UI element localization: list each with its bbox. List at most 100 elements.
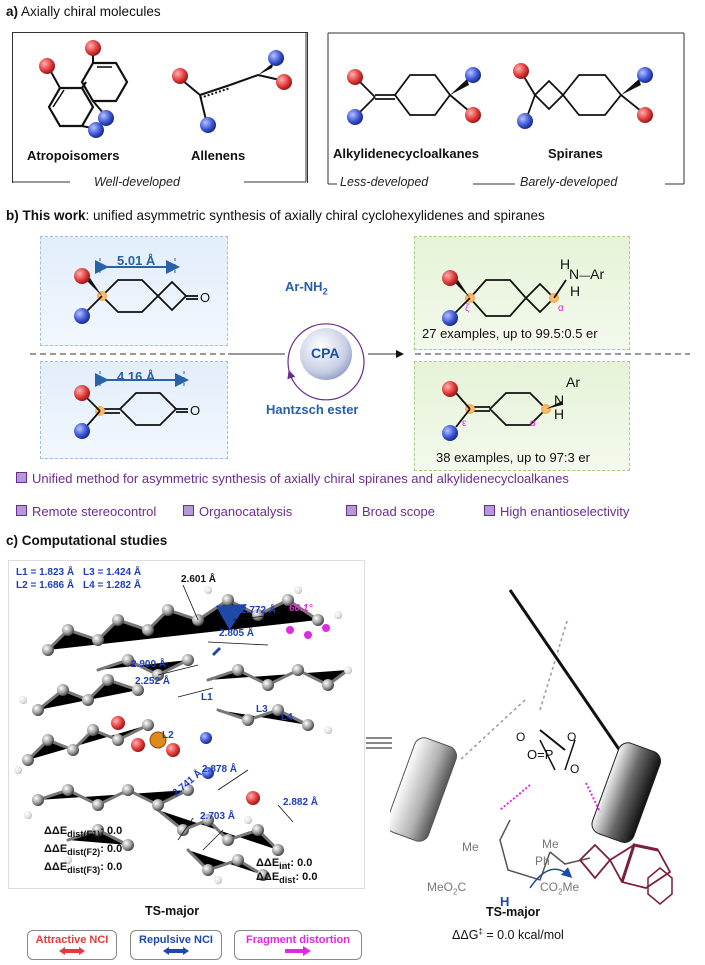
legend-fragment: Fragment distortion bbox=[234, 930, 362, 960]
section-a-title: a) Axially chiral molecules bbox=[6, 4, 161, 19]
bottom-examples: 38 examples, up to 97:3 er bbox=[436, 450, 590, 465]
n-top: N—Ar bbox=[569, 266, 605, 282]
l4-label: L4 bbox=[281, 712, 293, 723]
blue-atom bbox=[200, 117, 216, 133]
energy-f3: ΔΔEdist(F3): 0.0 bbox=[44, 861, 123, 876]
checkbox-icon bbox=[484, 505, 495, 516]
ts-3d-model bbox=[8, 560, 365, 889]
top-examples: 27 examples, up to 99.5:0.5 er bbox=[422, 326, 598, 341]
allenes-label: Allenens bbox=[191, 148, 246, 163]
dist-5: 2.252 Å bbox=[135, 676, 171, 687]
checkbox-icon bbox=[183, 505, 194, 516]
less-developed-frame bbox=[327, 32, 685, 185]
me-label-2: Me bbox=[542, 837, 559, 851]
blue-atom bbox=[98, 110, 114, 126]
spiroketone-panel bbox=[40, 236, 228, 346]
h-bottom: H bbox=[554, 406, 565, 422]
angle-label: 60.1° bbox=[289, 603, 313, 614]
alpha-label-top: α bbox=[558, 303, 564, 314]
atropisomer-structure bbox=[39, 40, 129, 138]
ar-bottom: Ar bbox=[566, 374, 580, 390]
red-atom bbox=[39, 58, 55, 74]
o-atom-3: O bbox=[570, 762, 580, 776]
alkylidene-label: Alkylidenecycloalkanes bbox=[333, 146, 479, 161]
ddg-label: ΔΔG‡ = 0.0 kcal/mol bbox=[452, 927, 564, 943]
energy-dist: ΔΔEdist: 0.0 bbox=[256, 871, 318, 886]
blue-double-arrow-icon bbox=[163, 947, 189, 955]
less-developed-label: Less-developed bbox=[340, 175, 429, 189]
red-atom bbox=[276, 74, 292, 90]
bond-l4: L4 = 1.282 Å bbox=[83, 580, 142, 591]
barely-developed-label: Barely-developed bbox=[520, 175, 618, 189]
cyclohexanone-structure bbox=[74, 371, 189, 439]
checkbox-icon bbox=[16, 472, 27, 483]
h2-top: H bbox=[570, 283, 581, 299]
distance-bottom: 4.16 Å bbox=[117, 369, 156, 384]
meo2c-label: MeO2C bbox=[427, 880, 467, 897]
l3-label: L3 bbox=[256, 704, 268, 715]
p-atom: O=P bbox=[527, 747, 554, 762]
ph-label: Ph bbox=[535, 854, 550, 868]
allene-structure bbox=[172, 50, 292, 133]
alkylidene-structure bbox=[347, 67, 481, 125]
cyclohexyl-amine-panel bbox=[414, 361, 630, 471]
legend-repulsive: Repulsive NCI bbox=[130, 930, 222, 960]
cpa-label: CPA bbox=[311, 345, 340, 361]
section-c-title: c) Computational studies bbox=[6, 533, 168, 548]
well-developed-frame bbox=[12, 32, 307, 183]
bond-l3: L3 = 1.424 Å bbox=[83, 567, 142, 578]
distance-top: 5.01 Å bbox=[117, 253, 156, 268]
co2me-label: CO2Me bbox=[540, 880, 580, 897]
checkbox-icon bbox=[346, 505, 357, 516]
dist-9: 2.882 Å bbox=[283, 797, 319, 808]
h-top: H bbox=[560, 256, 571, 272]
red-double-arrow-icon bbox=[59, 947, 85, 955]
cyclohexyl-amine-structure bbox=[442, 381, 562, 441]
o-atom-2: O bbox=[567, 730, 577, 744]
dist-6: 2.878 Å bbox=[202, 764, 238, 775]
atropisomers-label: Atropoisomers bbox=[27, 148, 120, 163]
bond-l1: L1 = 1.823 Å bbox=[16, 567, 75, 578]
hantzsch-label: Hantzsch ester bbox=[266, 402, 359, 417]
dist-3: 2.805 Å bbox=[219, 628, 255, 639]
spiro-amine-structure bbox=[442, 270, 567, 326]
ts-schematic bbox=[390, 589, 673, 905]
red-atom bbox=[85, 40, 101, 56]
zeta-label: ζ bbox=[465, 303, 470, 314]
legend-attractive: Attractive NCI bbox=[27, 930, 117, 960]
section-b-title: b) This work: unified asymmetric synthes… bbox=[6, 208, 545, 223]
ts-major-right: TS-major bbox=[486, 905, 541, 919]
ketone-o-top: O bbox=[200, 290, 211, 305]
me-label: Me bbox=[462, 840, 479, 854]
energy-int: ΔΔEint: 0.0 bbox=[256, 857, 313, 872]
amine-reagent: Ar-NH2 bbox=[285, 279, 328, 297]
unified-method: Unified method for asymmetric synthesis … bbox=[16, 471, 569, 486]
o-atom-1: O bbox=[516, 730, 526, 744]
red-atom bbox=[172, 68, 188, 84]
dist-2: 2.772 Å bbox=[241, 605, 277, 616]
feature-scope: Broad scope bbox=[346, 504, 435, 519]
spirane-structure bbox=[513, 63, 653, 129]
magenta-arrow-icon bbox=[285, 946, 311, 956]
equivalence-sign bbox=[366, 737, 392, 749]
feature-remote: Remote stereocontrol bbox=[16, 504, 156, 519]
spiranes-label: Spiranes bbox=[548, 146, 603, 161]
n-bottom: N bbox=[554, 392, 565, 408]
blue-atom bbox=[88, 122, 104, 138]
energy-f2: ΔΔEdist(F2): 0.0 bbox=[44, 843, 123, 858]
l1-label: L1 bbox=[201, 692, 213, 703]
dist-1: 2.601 Å bbox=[181, 574, 217, 585]
alpha-label-bottom: α bbox=[530, 418, 536, 429]
divider bbox=[30, 350, 690, 358]
ketone-o-bottom: O bbox=[190, 403, 201, 418]
l2-label: L2 bbox=[162, 730, 174, 741]
energy-f1: ΔΔEdist(F1): 0.0 bbox=[44, 825, 123, 840]
cpa-cycle bbox=[287, 323, 365, 401]
epsilon-label: ε bbox=[462, 418, 467, 429]
blue-atom bbox=[268, 50, 284, 66]
feature-ee: High enantioselectivity bbox=[484, 504, 629, 519]
feature-organo: Organocatalysis bbox=[183, 504, 292, 519]
bond-l2: L2 = 1.686 Å bbox=[16, 580, 75, 591]
well-developed-label: Well-developed bbox=[94, 175, 180, 189]
dist-4: 2.900 Å bbox=[131, 659, 167, 670]
